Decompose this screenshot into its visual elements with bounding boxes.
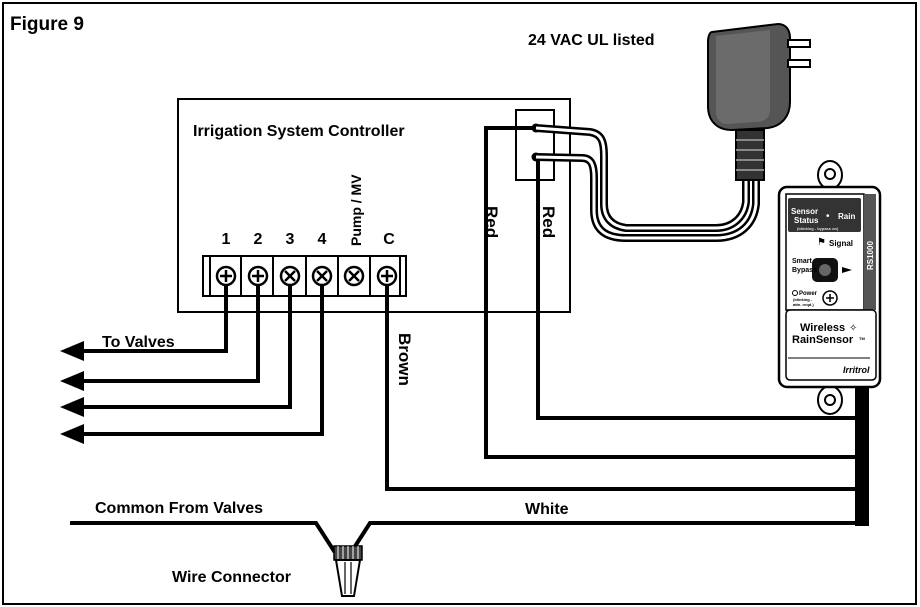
white-label: White	[525, 501, 569, 518]
terminal-strip	[202, 255, 407, 297]
terminal-label-2: 2	[254, 231, 263, 248]
brown-wire	[385, 285, 866, 491]
terminal-label-1: 1	[222, 231, 231, 248]
figure-label: Figure 9	[10, 14, 84, 35]
terminal-label-c: C	[383, 231, 395, 248]
sensor-status-sub: (blinking - bypass on)	[797, 226, 839, 231]
wall-transformer	[707, 22, 811, 181]
sensor-model: RS1000	[866, 241, 875, 270]
sensor-cable-bundle	[855, 384, 869, 526]
screw-terminal-1	[215, 265, 237, 287]
screw-terminal-3	[279, 265, 301, 287]
red-right-label: Red	[539, 206, 558, 238]
rain-sensor-receiver	[777, 160, 882, 415]
transformer-cord	[535, 124, 760, 242]
valve-wires	[60, 285, 324, 444]
power-terminal-block	[515, 109, 555, 181]
sensor-status-line1: Sensor	[791, 207, 818, 216]
rain-drop-icon: •	[826, 211, 830, 222]
sensor-power-sub2: attn. reqd.)	[793, 302, 814, 307]
sensor-power-sub1: (blinking -	[793, 297, 813, 302]
wire-connector-label: Wire Connector	[172, 569, 291, 586]
to-valves-label: To Valves	[102, 334, 175, 351]
screw-terminal-2	[247, 265, 269, 287]
sensor-maker: Irritrol	[843, 365, 870, 375]
screw-terminal-c	[376, 265, 398, 287]
sensor-trademark: TM	[859, 336, 865, 341]
screw-terminal-4	[311, 265, 333, 287]
sensor-signal: Signal	[829, 239, 853, 248]
screw-terminal-pump	[343, 265, 365, 287]
sensor-brand-line2: RainSensor	[792, 334, 854, 346]
sensor-status-rain: Rain	[838, 212, 855, 221]
smart-bypass-line2: Bypass	[792, 267, 817, 274]
common-from-valves-label: Common From Valves	[95, 500, 263, 517]
signal-icon: ⚑	[817, 237, 826, 248]
red-wire-left	[484, 126, 866, 459]
sensor-brand-line1: Wireless	[800, 322, 845, 334]
controller-title: Irrigation System Controller	[193, 123, 405, 140]
terminal-label-pump: Pump / MV	[348, 174, 364, 246]
smart-bypass-line1: Smart	[792, 258, 813, 265]
raindrop-outline-icon: ✧	[849, 323, 857, 334]
brown-label: Brown	[395, 333, 414, 386]
terminal-label-3: 3	[286, 231, 295, 248]
terminal-label-4: 4	[318, 231, 327, 248]
red-left-label: Red	[482, 206, 501, 238]
common-white-wire	[70, 521, 866, 553]
sensor-power: Power	[799, 291, 818, 297]
power-supply-label: 24 VAC UL listed	[528, 32, 655, 49]
sensor-status-line2: Status	[794, 216, 819, 225]
wire-connector	[333, 545, 363, 597]
